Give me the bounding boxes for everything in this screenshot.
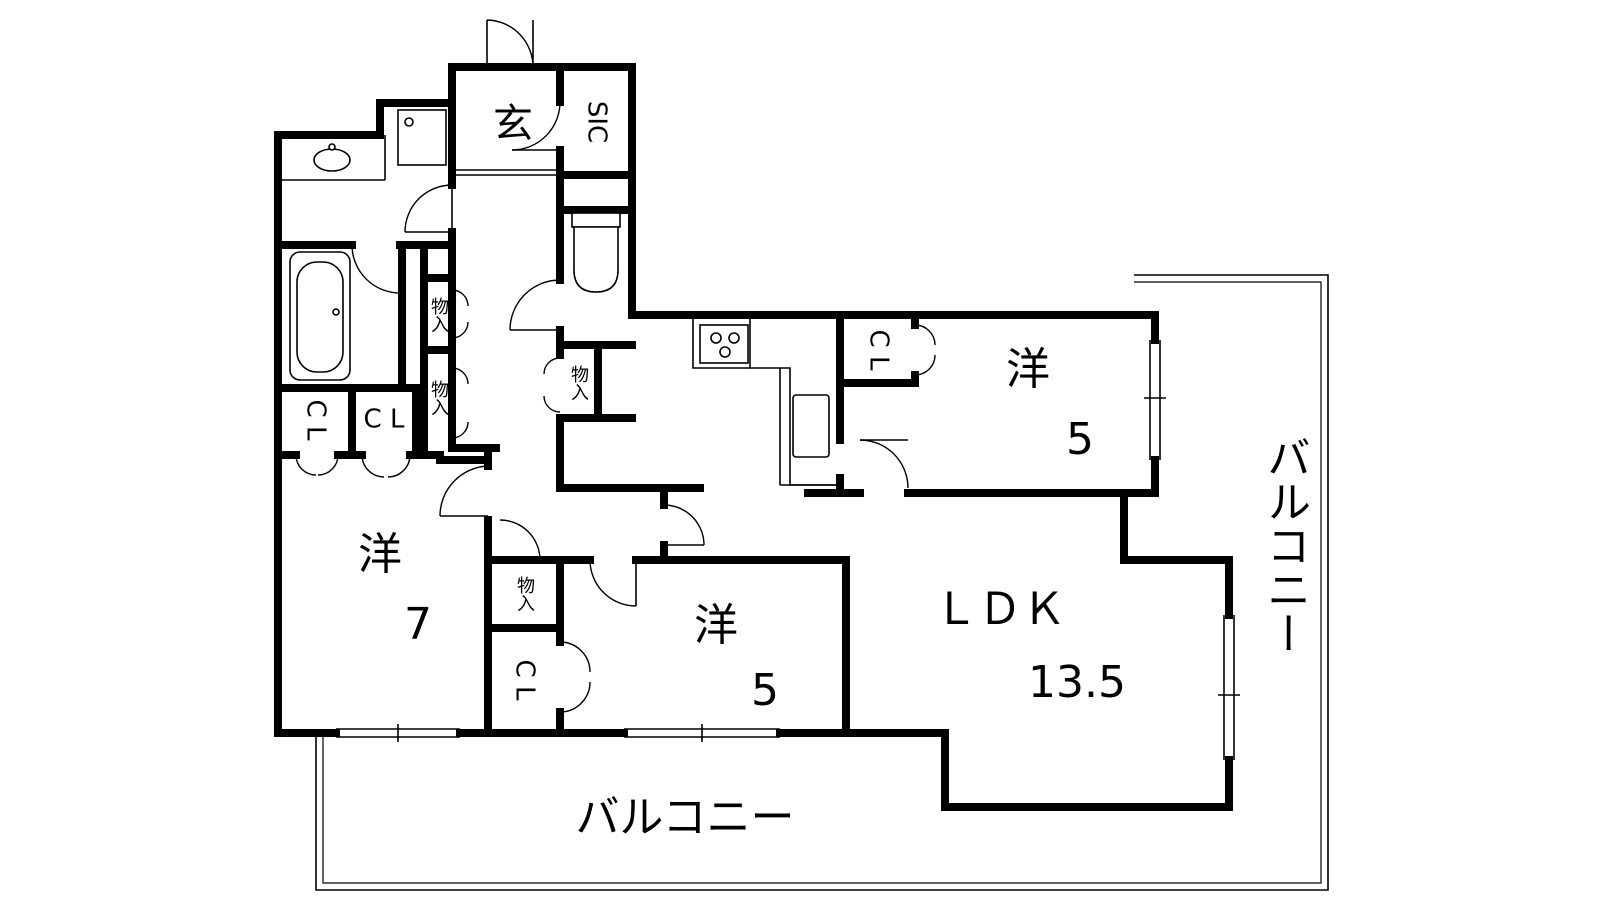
label-western-s: 洋: [694, 600, 738, 651]
balcony-outline: [315, 274, 1329, 891]
label-balcony-south: バルコニー: [575, 792, 794, 843]
toilet-tank: [571, 212, 621, 228]
shower-tray: [397, 109, 447, 166]
toilet-bowl: [573, 226, 619, 293]
sink: [792, 394, 830, 458]
walls: [274, 63, 1233, 811]
label-western-ne: 洋: [1006, 344, 1050, 395]
label-cl-d: C L: [864, 330, 894, 371]
label-cl-c: C L: [510, 660, 540, 701]
label-western-w-size: 7: [404, 599, 432, 650]
stove: [699, 324, 749, 364]
label-storage-c: 物入: [568, 365, 589, 401]
label-sic: SIC: [582, 101, 612, 143]
label-western-s-size: 5: [751, 665, 779, 716]
fixtures: [289, 109, 830, 458]
label-storage-a: 物入: [428, 297, 449, 333]
doors: [295, 19, 936, 713]
label-ldk: ＬＤＫ: [934, 584, 1066, 635]
label-storage-b: 物入: [428, 380, 449, 416]
label-western-w: 洋: [358, 529, 402, 580]
label-cl-b: C L: [364, 405, 405, 435]
label-storage-d: 物入: [514, 576, 535, 612]
room-labels: 玄 SIC 物入 物入 物入 物入 C L C L C L C L 洋 5 洋 …: [301, 101, 1311, 843]
label-western-ne-size: 5: [1066, 414, 1094, 465]
label-cl-a: C L: [301, 400, 331, 441]
label-ldk-size: 13.5: [1028, 657, 1126, 708]
partitions: [278, 135, 1240, 760]
label-entrance: 玄: [493, 101, 533, 147]
washbasin: [313, 148, 351, 172]
label-balcony-east: バルコニー: [1259, 435, 1310, 655]
